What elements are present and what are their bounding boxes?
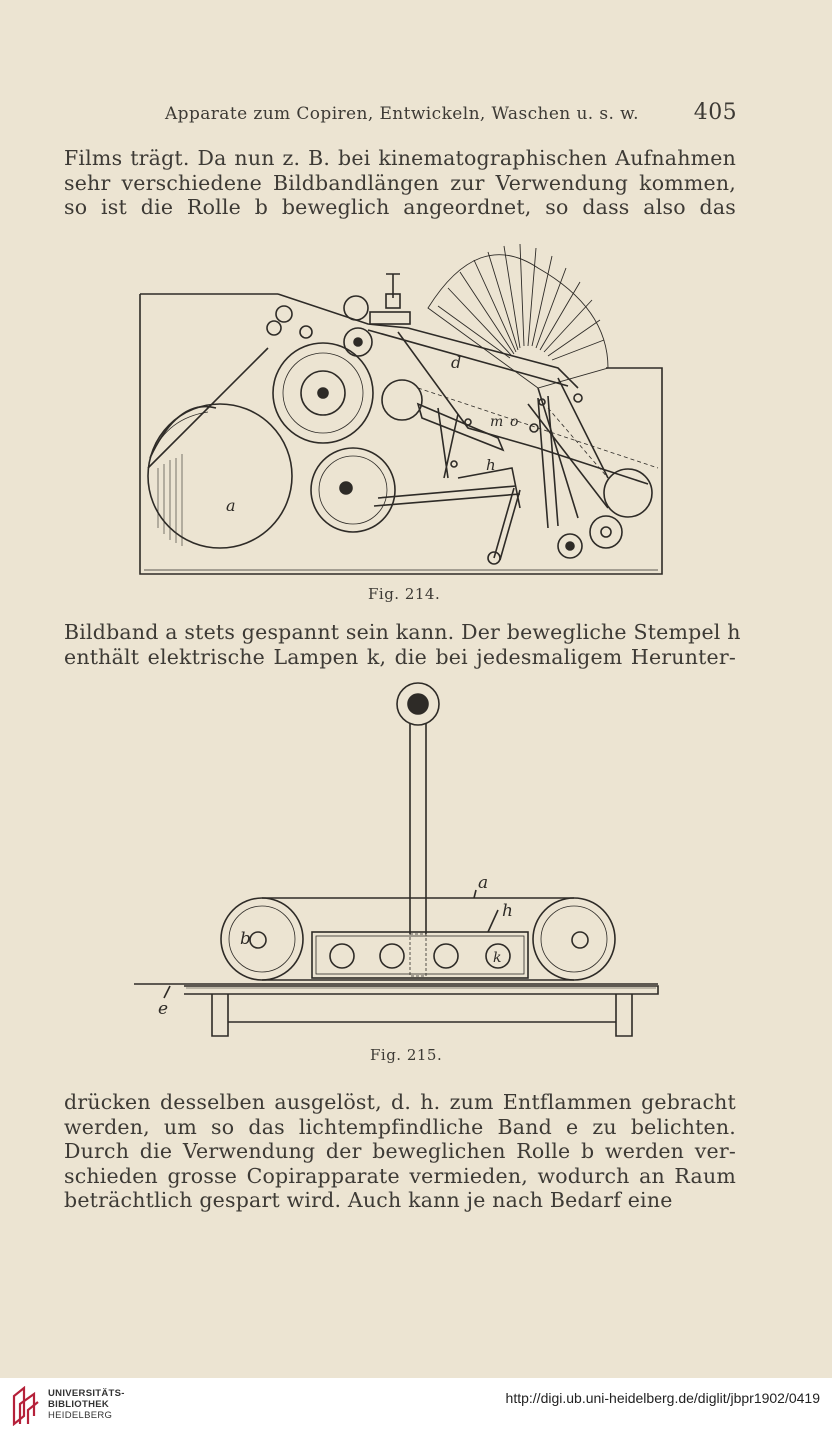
text-line: werden, um so das lichtempfindliche Band…	[64, 1114, 736, 1139]
figure-214: a d m o h	[139, 243, 663, 575]
running-title: Apparate zum Copiren, Entwickeln, Wasche…	[165, 104, 639, 124]
source-url-link[interactable]: http://digi.ub.uni-heidelberg.de/diglit/…	[505, 1390, 820, 1406]
text-line: sehr verschiedene Bildbandlängen zur Ver…	[64, 170, 736, 195]
logo-line: HEIDELBERG	[48, 1410, 113, 1421]
logo-line: UNIVERSITÄTS-	[48, 1388, 125, 1399]
label-h: h	[502, 901, 513, 921]
paragraph-3: drücken desselben ausgelöst, d. h. zum E…	[64, 1090, 736, 1213]
library-footer: UNIVERSITÄTS- BIBLIOTHEK HEIDELBERG http…	[0, 1378, 832, 1437]
text-line: beträchtlich gespart wird. Auch kann je …	[64, 1188, 673, 1212]
paragraph-1: Films trägt. Da nun z. B. bei kinematogr…	[64, 146, 736, 220]
library-logo-icon	[12, 1386, 39, 1426]
page-number: 405	[693, 100, 737, 125]
label-b: b	[240, 929, 251, 949]
label-e: e	[158, 999, 168, 1019]
text-line: Bildband a stets gespannt sein kann. Der…	[64, 620, 741, 644]
text-line: Films trägt. Da nun z. B. bei kinematogr…	[64, 146, 736, 170]
text-line: schieden grosse Copirapparate vermieden,…	[64, 1163, 736, 1188]
label-k: k	[493, 950, 501, 966]
book-page: Apparate zum Copiren, Entwickeln, Wasche…	[64, 100, 741, 1213]
label-a: a	[478, 873, 488, 893]
figure-215-caption: Fig. 215.	[370, 1046, 443, 1064]
label-h: h	[486, 456, 496, 474]
figure-214-caption: Fig. 214.	[368, 585, 441, 603]
text-line: drücken desselben ausgelöst, d. h. zum E…	[64, 1090, 736, 1114]
label-a: a	[226, 496, 236, 515]
text-line: so ist die Rolle b beweglich angeordnet,…	[64, 195, 736, 219]
label-m: m	[490, 414, 503, 430]
label-d: d	[451, 353, 461, 372]
paragraph-2: Bildband a stets gespannt sein kann. Der…	[64, 620, 741, 669]
figure-215: a h b k e	[134, 682, 659, 1037]
text-line: Durch die Verwendung der beweglichen Rol…	[64, 1139, 736, 1163]
text-line: enthält elektrische Lampen k, die bei je…	[64, 644, 736, 669]
running-header: Apparate zum Copiren, Entwickeln, Wasche…	[165, 100, 737, 130]
library-logo-text: UNIVERSITÄTS- BIBLIOTHEK HEIDELBERG	[48, 1388, 125, 1421]
label-o: o	[510, 414, 518, 430]
logo-line: BIBLIOTHEK	[48, 1399, 110, 1410]
